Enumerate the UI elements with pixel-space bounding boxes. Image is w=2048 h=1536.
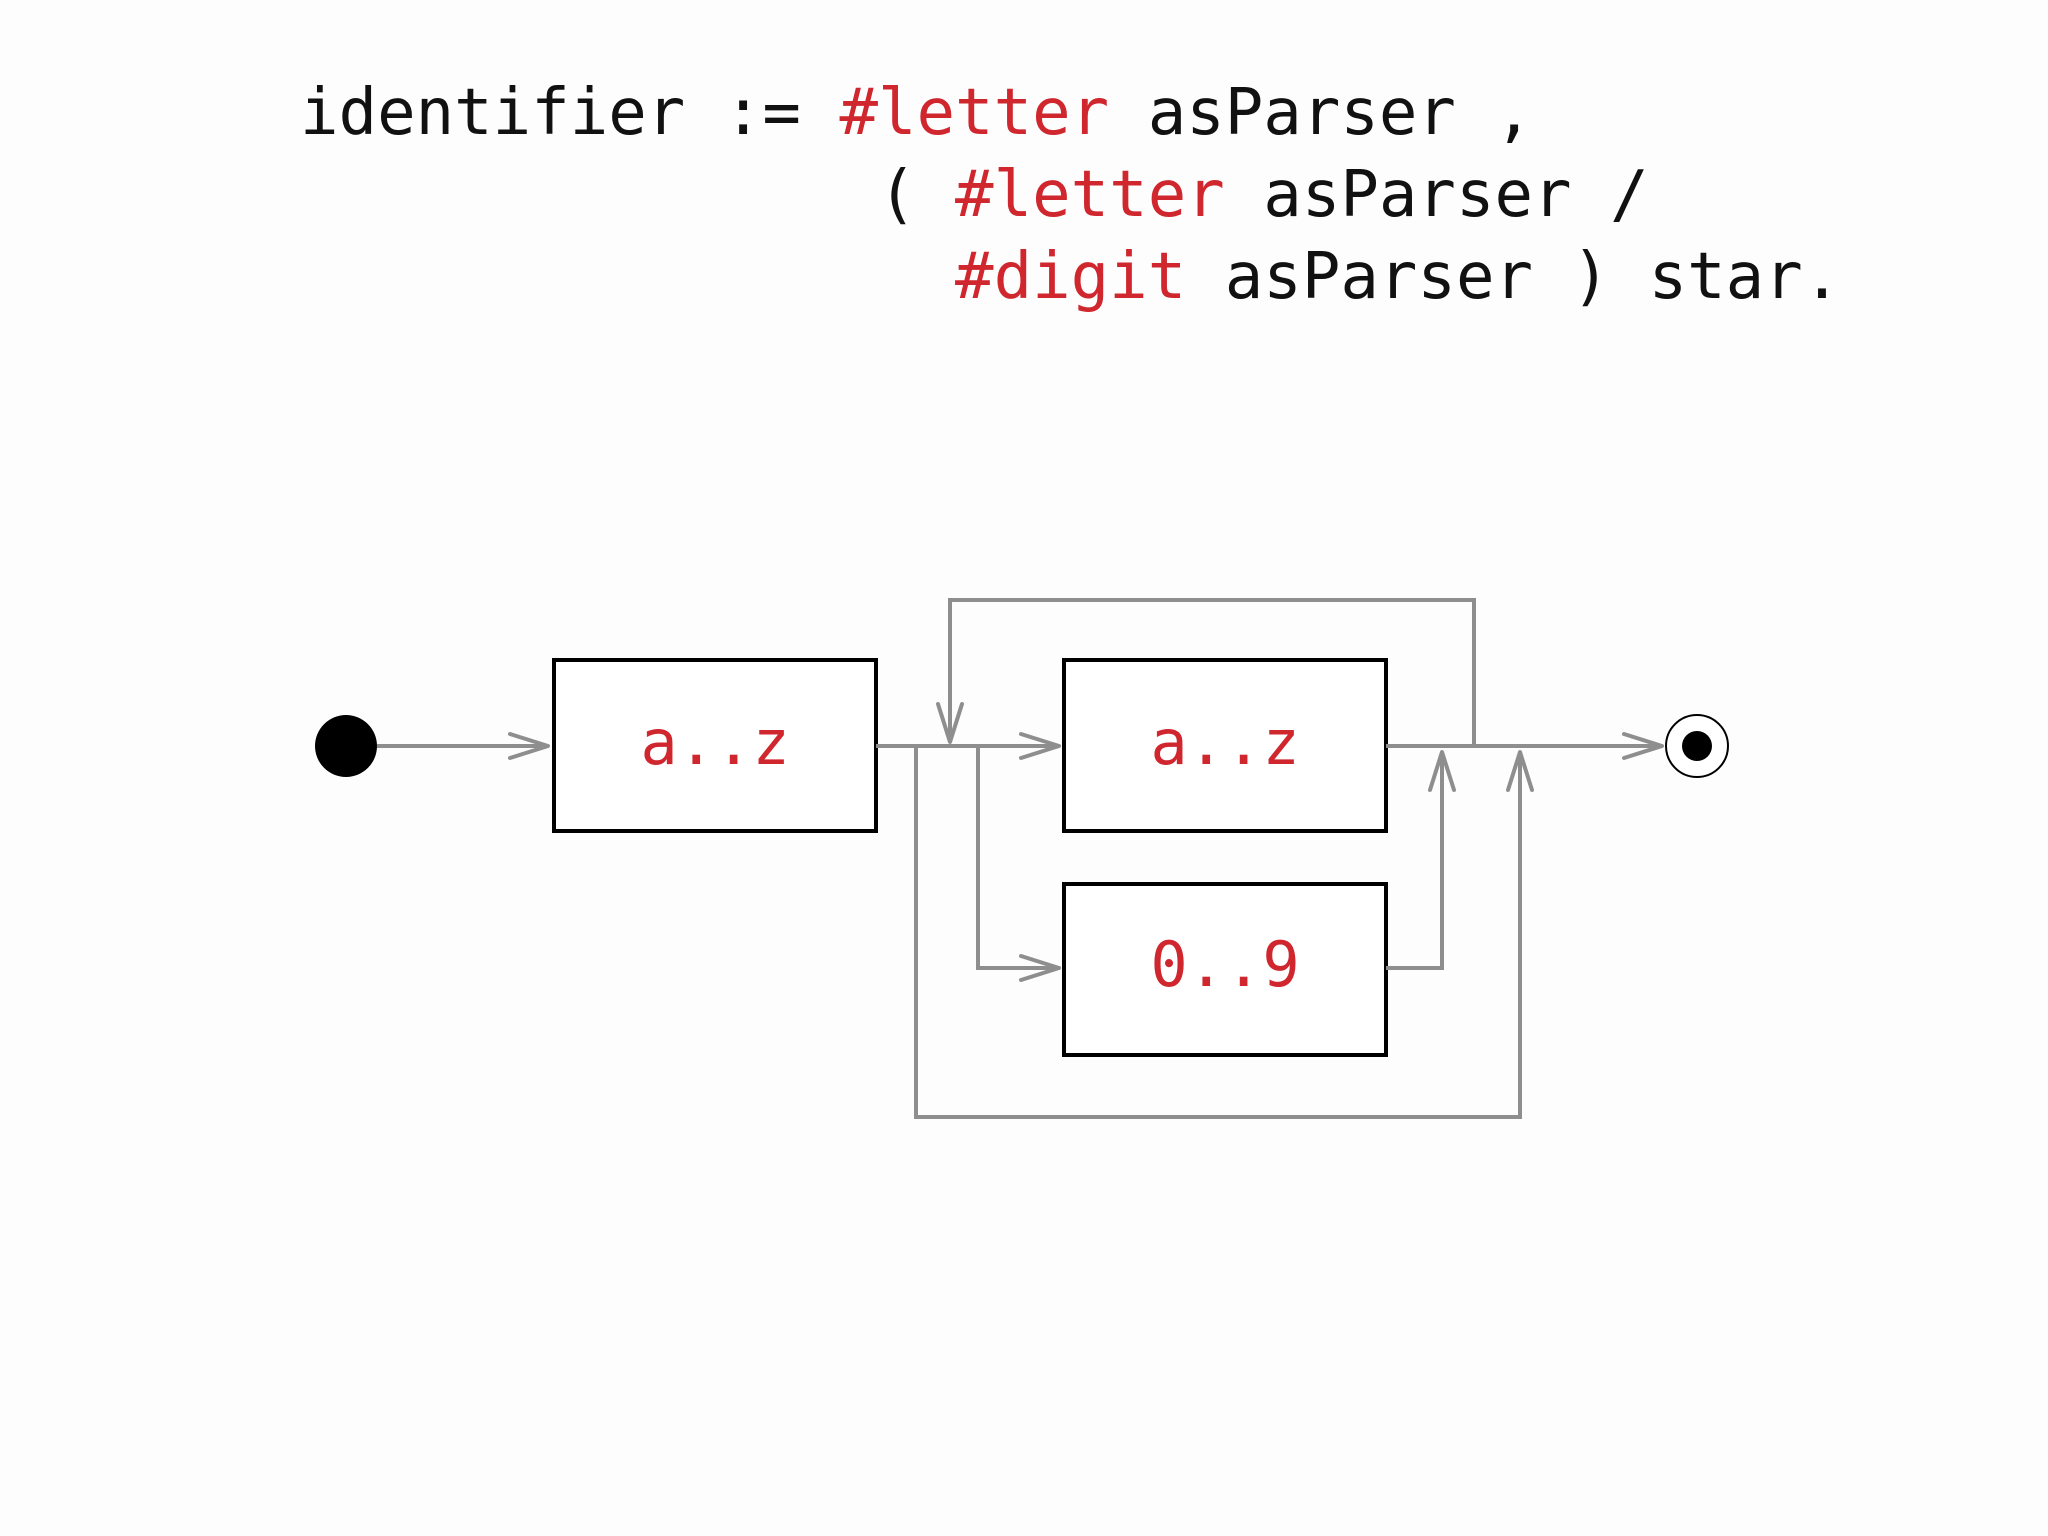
code-rest: asParser , [1109, 76, 1533, 150]
code-assignment: identifier := [300, 76, 840, 150]
start-node [315, 715, 377, 777]
code-keyword-digit: #digit [955, 240, 1187, 314]
arrowhead-to-end [1622, 732, 1664, 760]
code-keyword-letter: #letter [839, 76, 1110, 150]
loop-letter-box-label: a..z [1150, 706, 1299, 779]
code-rest: asParser ) star. [1186, 240, 1842, 314]
end-node [1665, 714, 1729, 778]
edge-star-repeat [948, 598, 1476, 746]
loop-letter-parser-box: a..z [1062, 658, 1388, 833]
letter-box-label: a..z [640, 706, 789, 779]
code-line-3: #digit asParser ) star. [300, 236, 1841, 318]
code-line-1: identifier := #letter asParser , [300, 72, 1841, 154]
letter-box-border [552, 658, 878, 833]
code-snippet: identifier := #letter asParser , ( #lett… [300, 72, 1841, 318]
arrowhead-to-loop-letter-box [1019, 732, 1061, 760]
loop-letter-box-border [1062, 658, 1388, 833]
arrowhead-repeat [936, 702, 964, 744]
arrowhead-to-letter-box [508, 732, 550, 760]
edge-digit-to-join [1386, 752, 1444, 970]
arrowhead-skip [1506, 750, 1534, 792]
code-open-paren: ( [877, 158, 956, 232]
code-rest: asParser / [1224, 158, 1649, 232]
edge-star-skip [914, 746, 1522, 1119]
end-node-dot [1682, 731, 1712, 761]
digit-parser-box: 0..9 [1062, 882, 1388, 1057]
digit-box-label: 0..9 [1150, 928, 1299, 1001]
code-keyword-letter: #letter [955, 158, 1225, 232]
letter-parser-box: a..z [552, 658, 878, 833]
arrowhead-digit-join [1428, 750, 1456, 792]
arrowhead-to-digit-box [1019, 954, 1061, 982]
code-line-2: ( #letter asParser / [300, 154, 1841, 236]
edge-to-digit-branch [976, 746, 1059, 970]
